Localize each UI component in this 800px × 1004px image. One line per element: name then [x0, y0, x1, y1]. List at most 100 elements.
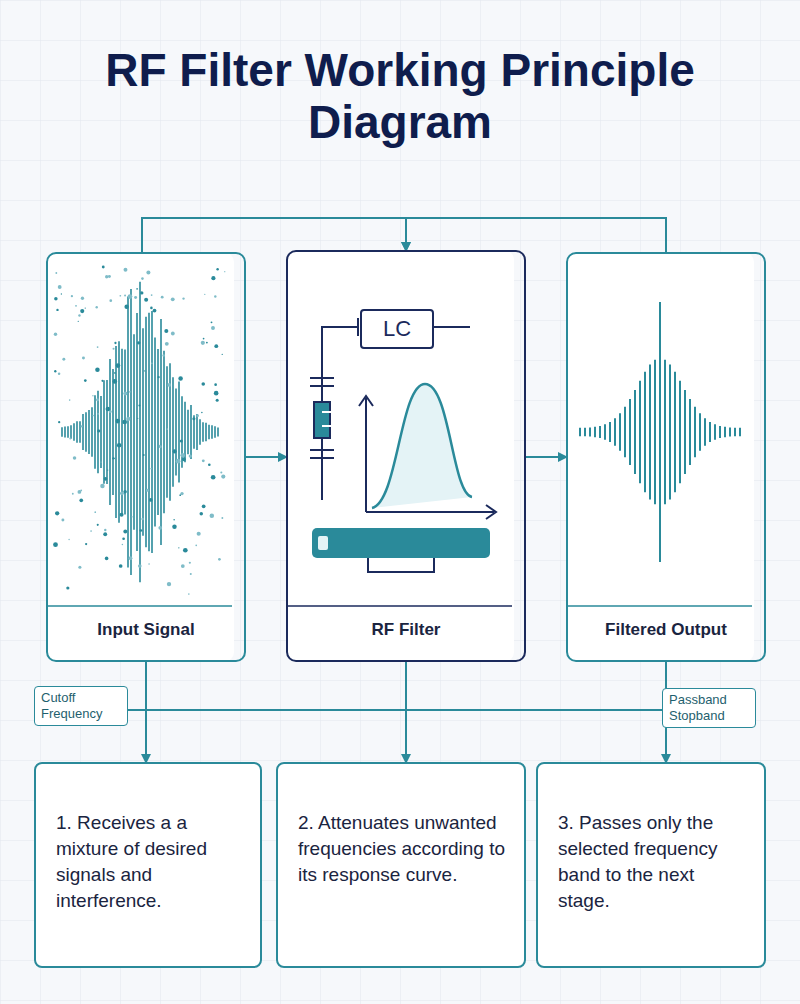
wave-stroke: [187, 410, 189, 454]
noise-dot: [161, 296, 164, 299]
noise-dot: [129, 556, 133, 560]
noise-dot: [96, 398, 99, 401]
noise-dot: [106, 407, 110, 411]
noise-dot: [62, 358, 65, 361]
panel-divider: [288, 605, 512, 607]
wave-stroke: [67, 426, 69, 437]
panel-label: Input Signal: [48, 620, 244, 640]
noise-dot: [71, 295, 73, 297]
noise-dot: [103, 532, 107, 536]
noise-dot: [211, 326, 215, 330]
noise-dot: [208, 463, 211, 466]
noise-dot: [96, 306, 98, 308]
panel-divider: [568, 605, 752, 607]
noise-dot: [151, 294, 153, 296]
noise-dot: [148, 563, 150, 565]
node-text: 1. Receives a a mixture of desired signa…: [56, 810, 242, 914]
wave-stroke: [709, 422, 711, 442]
noise-dot: [119, 295, 121, 297]
noise-dot: [176, 459, 181, 464]
wave-stroke: [172, 377, 174, 486]
noise-dot: [214, 344, 218, 348]
noise-dot: [55, 511, 59, 515]
response-graph: [359, 384, 496, 519]
node-text: Cutoff Frequency: [41, 690, 121, 722]
noise-dot: [140, 291, 143, 294]
noise-dot: [114, 342, 116, 344]
wave-stroke: [136, 313, 138, 551]
block-mark: [322, 425, 336, 427]
wave-stroke: [157, 349, 159, 515]
noise-dot: [84, 379, 87, 382]
noise-dot: [100, 461, 101, 462]
wave-stroke: [133, 334, 135, 530]
panel-divider: [48, 605, 232, 607]
wave-stroke: [142, 328, 144, 535]
noise-dot: [167, 582, 171, 586]
wire: [432, 326, 470, 328]
panel-label: RF Filter: [288, 620, 524, 640]
noise-dot: [144, 298, 148, 302]
noise-dot: [104, 477, 108, 481]
noise-dot: [92, 415, 94, 417]
noise-dot: [78, 490, 82, 494]
noise-dot: [220, 471, 222, 473]
board-stand: [368, 558, 434, 572]
noise-dot: [55, 272, 57, 274]
noise-dot: [141, 518, 143, 520]
noise-dot: [54, 370, 56, 372]
noise-dot: [182, 457, 186, 461]
wave-stroke: [193, 415, 195, 449]
signal-panel: Input Signal: [46, 252, 246, 662]
noise-dot: [75, 305, 77, 307]
noise-dot: [122, 420, 127, 425]
wave-stroke: [689, 399, 691, 465]
y-axis: [359, 396, 373, 512]
wave-stroke: [739, 428, 741, 436]
noise-dot: [211, 321, 213, 323]
noise-dot: [85, 307, 86, 308]
panel-ground: [286, 250, 514, 662]
wave-stroke: [166, 366, 168, 497]
noise-dot: [222, 354, 223, 355]
panel-ground: [566, 252, 754, 662]
wave-stroke: [145, 317, 147, 548]
noise-dot: [206, 342, 208, 344]
wave-stroke: [659, 302, 661, 562]
wave-stroke: [127, 297, 129, 568]
noise-dot: [150, 307, 153, 310]
board-mark: [318, 536, 328, 550]
noise-dot: [157, 376, 159, 378]
noise-dot: [82, 356, 85, 359]
noise-dot: [128, 294, 133, 299]
noise-dot: [124, 304, 128, 308]
noise-dot: [58, 285, 62, 289]
noise-dot: [182, 297, 184, 299]
noise-dot: [159, 445, 162, 448]
wave-stroke: [199, 419, 201, 445]
connector-arrow: [145, 662, 147, 762]
noise-dot: [94, 511, 96, 513]
noise-dot: [97, 346, 99, 348]
wave-stroke: [154, 338, 156, 527]
noise-dot: [80, 425, 82, 427]
noise-dot: [136, 288, 138, 290]
panel-label: Filtered Output: [568, 620, 764, 640]
wave-stroke: [644, 372, 646, 492]
noise-dot: [100, 484, 105, 489]
noise-dot: [201, 382, 205, 386]
noise-dot: [58, 421, 60, 423]
noise-dot: [178, 547, 179, 548]
step-box: 2. Attenuates unwanted frequencies accor…: [276, 762, 526, 968]
noise-dot: [201, 341, 205, 345]
node-text: LC: [383, 316, 411, 342]
wave-stroke: [109, 359, 111, 505]
capacitor-plate: [357, 318, 359, 336]
node-text: 3. Passes only the selected frequency ba…: [558, 810, 746, 914]
noise-dot: [97, 524, 99, 526]
wave-stroke: [604, 424, 606, 439]
wave-stroke: [151, 311, 153, 553]
wave-stroke: [729, 427, 731, 436]
noise-dot: [221, 517, 223, 519]
noise-dot: [178, 376, 183, 381]
